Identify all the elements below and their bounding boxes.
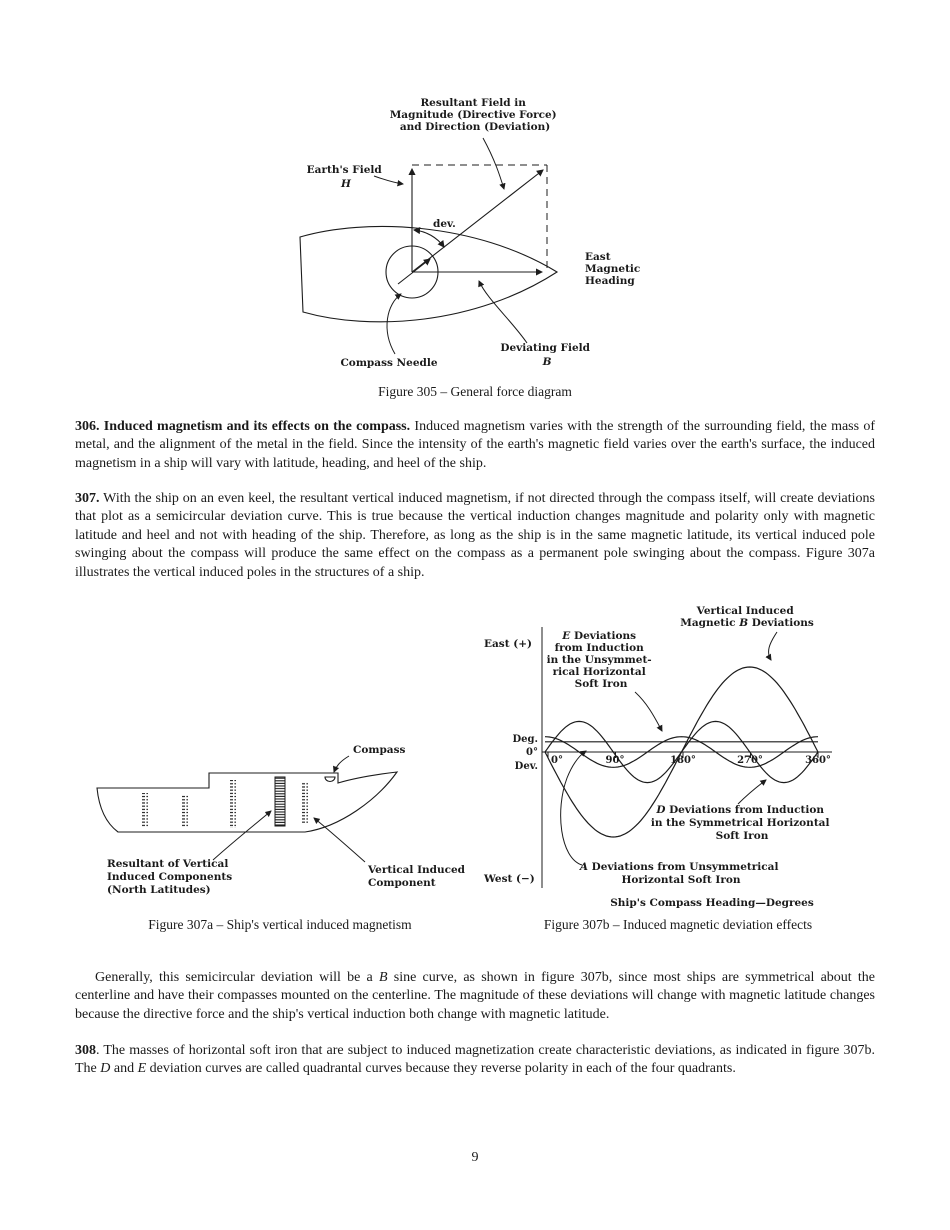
figure-307b-caption: Figure 307b – Induced magnetic deviation…: [543, 917, 813, 932]
compass-label: Compass: [353, 744, 406, 756]
resultant-components-leader-line: [212, 810, 272, 861]
curve-E-quadrantal-deviation: [544, 736, 819, 768]
curve-D-quadrantal-deviation: [544, 720, 819, 784]
x-tick-label-360: 360°: [805, 755, 831, 766]
b-curve-leader-line: [765, 631, 778, 661]
resultant-induced-bar: [274, 776, 286, 827]
figure-307b-deviation-chart: 0° 90° 180° 270° 360° East (+) West (−) …: [483, 605, 833, 909]
paragraph-308-text: deviation curves are called quadrantal c…: [146, 1061, 736, 1077]
ship-hull-profile: [96, 771, 399, 833]
e-curve-label: E Deviations from Induction in the Unsym…: [547, 630, 656, 690]
a-curve-leader-line: [560, 750, 587, 866]
paragraph-307: 307. With the ship on an even keel, the …: [75, 490, 875, 582]
resultant-field-vector: [411, 169, 544, 273]
induced-strip: [300, 782, 309, 823]
d-curve-leader-line: [737, 779, 767, 805]
x-tick-label-90: 90°: [606, 755, 625, 766]
b-curve-label: Vertical Induced Magnetic B Deviations: [680, 605, 814, 629]
east-magnetic-heading-label: East Magnetic Heading: [585, 251, 644, 287]
figure-307a-caption: Figure 307a – Ship's vertical induced ma…: [148, 917, 412, 932]
x-tick-label-0: 0°: [551, 755, 563, 766]
figure-305-force-diagram: dev. Resultant Field in Magnitude (Direc…: [299, 97, 644, 369]
paragraph-308-text: and: [110, 1061, 138, 1077]
vertical-component-label: Vertical Induced Component: [367, 864, 469, 889]
y-axis-zero-label: 0°: [526, 747, 538, 758]
paragraph-308: 308. The masses of horizontal soft iron …: [75, 1042, 875, 1079]
resultant-components-label: Resultant of Vertical Induced Components…: [107, 858, 236, 896]
compass-needle-leader-line: [386, 293, 402, 355]
induced-strip: [228, 780, 237, 828]
page-number: 9: [471, 1150, 479, 1165]
paragraph-generally-text: sine curve, as shown in figure 307b, sin…: [75, 970, 875, 1022]
compass-leader-line: [333, 755, 350, 773]
earths-field-label: Earth's Field H: [307, 164, 386, 190]
paragraph-306-heading: 306. Induced magnetism and its effects o…: [75, 419, 411, 434]
paragraph-307-body: With the ship on an even keel, the resul…: [75, 491, 875, 580]
variable-e: E: [137, 1061, 147, 1077]
deviation-angle-arc: [412, 227, 445, 248]
y-axis-east-label: East (+): [484, 638, 532, 650]
variable-b: B: [379, 970, 388, 985]
dev-angle-label: dev.: [433, 218, 456, 230]
resultant-field-label: Resultant Field in Magnitude (Directive …: [390, 97, 561, 133]
compass-needle-label: Compass Needle: [340, 357, 437, 369]
x-axis-title: Ship's Compass Heading—Degrees: [610, 897, 814, 909]
ship-plan-outline: [299, 225, 559, 323]
a-curve-label: A Deviations from Unsymmetrical Horizont…: [579, 861, 782, 886]
figure-307a-ship-diagram: Compass Resultant of Vertical Induced Co…: [96, 744, 469, 896]
x-tick-label-180: 180°: [670, 755, 696, 766]
paragraph-308-text: . The masses of horizontal soft iron tha…: [75, 1043, 875, 1077]
earths-field-leader-line: [373, 175, 404, 187]
deviating-field-leader-line: [478, 280, 528, 344]
vertical-component-leader-line: [313, 817, 366, 863]
d-curve-label: D Deviations from Induction in the Symme…: [651, 804, 833, 842]
variable-d: D: [100, 1061, 111, 1077]
resultant-leader-line: [482, 137, 506, 190]
paragraph-307-number: 307.: [75, 491, 100, 506]
deviating-field-label: Deviating Field B: [500, 342, 593, 368]
paragraph-306: 306. Induced magnetism and its effects o…: [75, 418, 875, 473]
paragraph-generally: Generally, this semicircular deviation w…: [75, 969, 875, 1024]
y-axis-deg-label: Deg.: [512, 734, 538, 745]
y-axis-west-label: West (−): [483, 873, 535, 885]
e-curve-leader-line: [634, 691, 663, 732]
paragraph-306-body: Induced magnetism varies with the streng…: [75, 419, 876, 471]
paragraph-generally-text: Generally, this semicircular deviation w…: [95, 970, 379, 985]
figure-305-caption: Figure 305 – General force diagram: [378, 384, 572, 399]
compass-needle-arrow: [397, 258, 431, 285]
x-tick-label-270: 270°: [737, 755, 763, 766]
compass-dome: [324, 776, 336, 782]
paragraph-308-number: 308: [75, 1043, 96, 1058]
induced-strip: [180, 795, 188, 827]
induced-strip: [142, 793, 149, 827]
y-axis-dev-label: Dev.: [515, 761, 538, 772]
